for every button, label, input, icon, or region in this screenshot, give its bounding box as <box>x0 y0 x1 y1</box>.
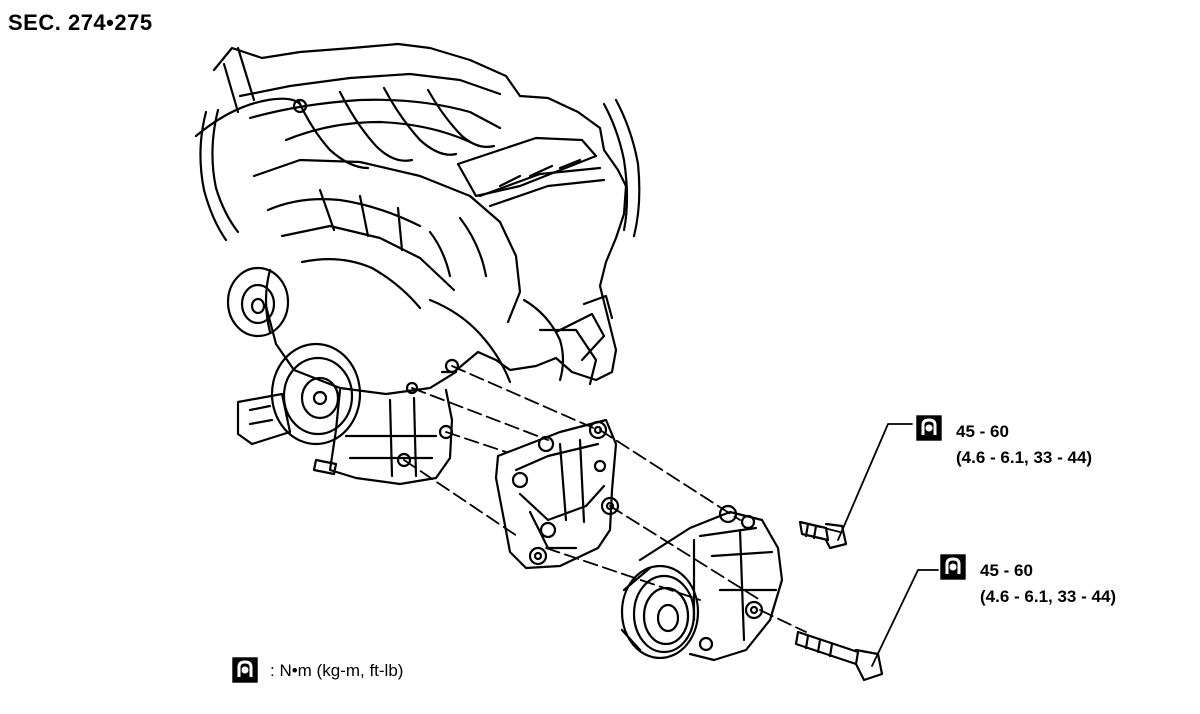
upper-bolt <box>798 520 848 550</box>
torque-conversions: (4.6 - 6.1, 33 - 44) <box>980 587 1117 606</box>
torque-conversions: (4.6 - 6.1, 33 - 44) <box>956 448 1093 467</box>
section-title: SEC. 274•275 <box>8 10 153 35</box>
torque-value: 45 - 60 <box>956 422 1009 441</box>
compressor-bracket <box>494 418 620 570</box>
torque-wrench-icon <box>940 554 966 580</box>
torque-callout-lower: 45 - 60 (4.6 - 6.1, 33 - 44) <box>980 558 1116 610</box>
lower-bolt <box>794 630 884 682</box>
ac-compressor <box>620 504 784 662</box>
callout-leaders <box>837 423 939 667</box>
torque-wrench-icon <box>916 415 942 441</box>
alignment-lines <box>403 365 841 633</box>
torque-callout-upper: 45 - 60 (4.6 - 6.1, 33 - 44) <box>956 419 1092 471</box>
torque-wrench-icon <box>232 657 258 683</box>
engine-assembly <box>194 42 641 486</box>
torque-value: 45 - 60 <box>980 561 1033 580</box>
torque-units-legend: : N•m (kg-m, ft-lb) <box>270 661 404 680</box>
